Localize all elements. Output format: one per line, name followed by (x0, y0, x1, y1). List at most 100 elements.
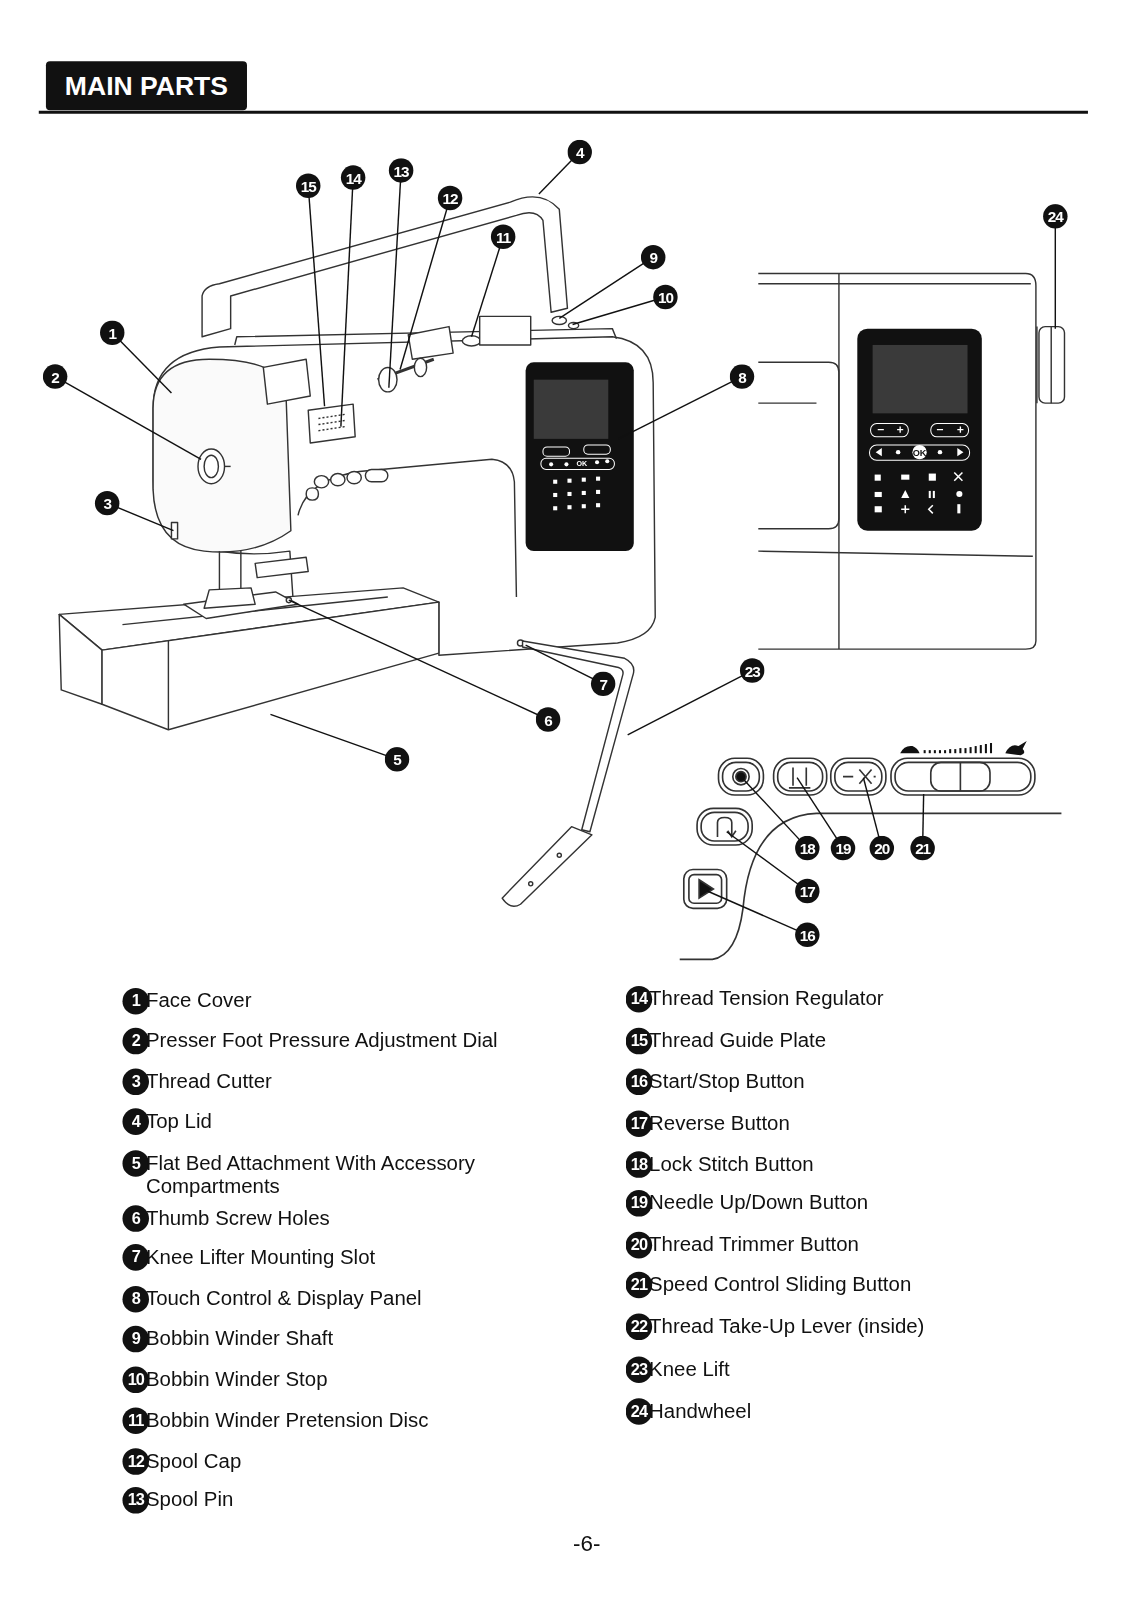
part-name: Handwheel (649, 1399, 1027, 1422)
part-name: Needle Up/Down Button (649, 1191, 1027, 1214)
button-rim (895, 762, 1031, 791)
reverse-button (697, 808, 752, 845)
part-name: Bobbin Winder Pretension Disc (146, 1408, 524, 1431)
part-list-item: 21Speed Control Sliding Button (626, 1272, 1095, 1299)
plus-minus-marks (878, 427, 964, 433)
callout-number-text: 23 (745, 662, 760, 679)
part-list-item: 11Bobbin Winder Pretension Disc (122, 1407, 591, 1434)
sewing-machine (59, 197, 655, 906)
part-list-item: 8Touch Control & Display Panel (122, 1286, 591, 1313)
callout-number-text: 11 (496, 228, 510, 245)
callout-number-text: 16 (626, 1069, 653, 1096)
callout-number-text: 14 (346, 169, 361, 186)
callout-number-text: 12 (122, 1448, 149, 1475)
ok-key (912, 445, 926, 459)
speed-slider (891, 758, 1035, 795)
front-button (347, 472, 361, 484)
callout-number: 4 (567, 140, 591, 164)
panel-screen (534, 380, 609, 439)
callout-number-text: 9 (649, 249, 656, 266)
callout-number: 12 (438, 186, 462, 210)
bed-plate (255, 557, 308, 577)
part-name: Spool Pin (146, 1488, 524, 1511)
title-text: MAIN PARTS (65, 70, 228, 102)
leader-line (270, 714, 397, 759)
display-panel (526, 362, 634, 551)
part-list-item: 24Handwheel (626, 1398, 1095, 1425)
callout-number-text: 10 (122, 1367, 149, 1394)
part-name: Flat Bed Attachment With Accessory Compa… (146, 1151, 524, 1198)
part-list-item: 17Reverse Button (626, 1110, 1095, 1137)
part-list-item: 7Knee Lifter Mounting Slot (122, 1244, 591, 1271)
leader-line (628, 671, 753, 735)
handwheel-edge (1051, 327, 1052, 404)
callout-number-text: 8 (738, 368, 745, 385)
callout-number-text: 21 (915, 839, 930, 856)
leader-line (1055, 216, 1056, 328)
thread-guide (263, 359, 310, 404)
needle-bar (219, 551, 220, 590)
leader-line (618, 377, 741, 439)
callout-number: 20 (870, 836, 894, 860)
knee-lift-bar (523, 641, 634, 832)
slider-line (960, 762, 962, 791)
part-name: Reverse Button (649, 1111, 1027, 1134)
scissor-icon (843, 770, 876, 784)
leader-lines (55, 152, 1055, 935)
callout-number: 11 (491, 225, 515, 249)
presser-foot (204, 588, 255, 608)
leader-line (341, 178, 353, 427)
callout-number-text: 16 (800, 926, 815, 943)
inset-edge (758, 283, 1031, 284)
trimmer-button (831, 758, 886, 795)
callout-number-text: 3 (122, 1069, 149, 1096)
spool-cap (379, 367, 397, 391)
callout-number-text: 24 (626, 1398, 653, 1425)
callout-number-text: 10 (658, 288, 673, 305)
callout-number-text: 8 (122, 1286, 149, 1313)
pad-hole (529, 882, 533, 886)
reverse-icon (717, 818, 735, 837)
callout-number-text: 17 (626, 1110, 653, 1137)
spool-cap (414, 358, 426, 376)
callout-number-text: 6 (544, 711, 551, 728)
panel-icons (549, 459, 609, 510)
knee-lift-pad (502, 827, 592, 907)
callout-number-text: 5 (122, 1150, 149, 1177)
leader-line (400, 198, 450, 369)
leader-line (559, 257, 653, 318)
callout-number-text: 1 (109, 324, 116, 341)
leader-line (55, 377, 201, 460)
callout-number-text: 20 (874, 839, 889, 856)
panel-screen (873, 345, 968, 413)
part-list-item: 9Bobbin Winder Shaft (122, 1326, 591, 1353)
dial-inner (204, 455, 218, 477)
callout-number-text: 7 (599, 675, 606, 692)
slider-knob (931, 762, 990, 791)
arm-throat (298, 459, 516, 597)
part-list-item: 19Needle Up/Down Button (626, 1190, 1095, 1217)
bobbin-recess (480, 316, 531, 345)
button-rim (778, 762, 823, 791)
panel-key (543, 447, 570, 456)
callout-number: 13 (389, 158, 413, 182)
panel-key-text: OK (913, 448, 927, 458)
part-name: Start/Stop Button (649, 1070, 1027, 1093)
part-list-item: 18Lock Stitch Button (626, 1151, 1095, 1178)
callout-number: 3 (95, 491, 119, 515)
callout-number-text: 2 (122, 1028, 149, 1055)
thread-guide (408, 327, 453, 360)
part-name: Spool Cap (146, 1449, 524, 1472)
part-list-item: 22Thread Take-Up Lever (inside) (626, 1314, 1095, 1341)
title-box: MAIN PARTS (46, 61, 247, 110)
part-name: Bobbin Winder Stop (146, 1368, 524, 1391)
leader-line (707, 891, 807, 935)
callout-number-text: 12 (443, 189, 458, 206)
part-list-item: 23Knee Lift (626, 1356, 1095, 1383)
pressure-dial (198, 449, 225, 484)
panel-body (526, 362, 634, 551)
page-number: -6- (573, 1531, 600, 1558)
leader-line (742, 778, 807, 848)
